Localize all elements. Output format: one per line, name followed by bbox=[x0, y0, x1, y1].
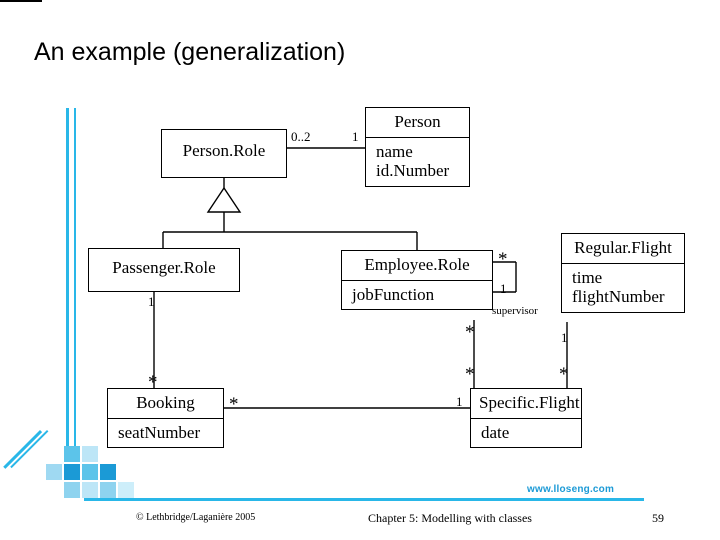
uml-class-passenger-role: Passenger.Role bbox=[88, 248, 240, 292]
uml-class-specific-flight-attributes: date bbox=[471, 419, 581, 448]
decorative-squares bbox=[46, 446, 134, 498]
multiplicity-specific-flight-to-employee-role: * bbox=[465, 364, 475, 385]
uml-attribute: name bbox=[376, 141, 413, 161]
uml-class-employee-role-name: Employee.Role bbox=[364, 255, 470, 274]
uml-class-regular-flight-name: Regular.Flight bbox=[574, 238, 672, 257]
website-url: www.lloseng.com bbox=[527, 484, 615, 495]
multiplicity-regular-flight-to-specific-flight: 1 bbox=[561, 330, 568, 345]
multiplicity-booking-to-passenger-role: * bbox=[148, 372, 158, 393]
uml-attribute: date bbox=[481, 422, 510, 442]
uml-class-specific-flight: Specific.Flight date bbox=[470, 388, 582, 449]
uml-attribute: id.Number bbox=[376, 161, 450, 181]
multiplicity-employee-role-to-supervisor: * bbox=[498, 249, 508, 270]
uml-class-regular-flight: Regular.Flight time flightNumber bbox=[561, 233, 685, 313]
accent-bar-bottom bbox=[84, 498, 644, 501]
page-number: 59 bbox=[652, 511, 664, 525]
multiplicity-specific-flight-to-booking: 1 bbox=[456, 394, 463, 409]
uml-class-person-attributes: name id.Number bbox=[366, 138, 469, 186]
uml-class-specific-flight-name: Specific.Flight bbox=[479, 393, 580, 412]
uml-attribute: time bbox=[572, 267, 603, 287]
multiplicity-booking-to-specific-flight: * bbox=[229, 394, 239, 415]
multiplicity-supervisor-to-employee-role: 1 bbox=[500, 281, 507, 296]
accent-bar-left-1 bbox=[66, 108, 69, 448]
uml-class-regular-flight-attributes: time flightNumber bbox=[562, 264, 684, 312]
footer-chapter: Chapter 5: Modelling with classes bbox=[368, 511, 532, 525]
multiplicity-passenger-role-to-booking: 1 bbox=[148, 294, 155, 309]
uml-class-employee-role: Employee.Role jobFunction bbox=[341, 250, 493, 311]
multiplicity-person-role-to-person: 0..2 bbox=[291, 129, 311, 144]
uml-attribute: seatNumber bbox=[118, 422, 201, 442]
uml-attribute: jobFunction bbox=[352, 284, 435, 304]
uml-class-employee-role-attributes: jobFunction bbox=[342, 281, 492, 310]
uml-class-person-role-name: Person.Role bbox=[182, 141, 266, 160]
uml-class-booking-name: Booking bbox=[136, 393, 195, 412]
multiplicity-specific-flight-to-regular-flight: * bbox=[559, 364, 569, 385]
uml-class-booking-attributes: seatNumber bbox=[108, 419, 223, 448]
uml-attribute: flightNumber bbox=[572, 287, 665, 307]
uml-class-booking: Booking seatNumber bbox=[107, 388, 224, 449]
footer-rule bbox=[0, 0, 42, 2]
footer-copyright: © Lethbridge/Laganière 2005 bbox=[136, 512, 256, 523]
uml-class-person-name: Person bbox=[394, 112, 441, 131]
role-label-supervisor: supervisor bbox=[492, 305, 538, 317]
multiplicity-employee-role-to-specific-flight: * bbox=[465, 322, 475, 343]
multiplicity-person-to-person-role: 1 bbox=[352, 129, 359, 144]
accent-bar-left-2 bbox=[74, 108, 76, 448]
uml-class-person: Person name id.Number bbox=[365, 107, 470, 187]
page-title: An example (generalization) bbox=[34, 38, 346, 66]
uml-class-person-role: Person.Role bbox=[161, 129, 287, 178]
uml-class-passenger-role-name: Passenger.Role bbox=[112, 258, 216, 277]
